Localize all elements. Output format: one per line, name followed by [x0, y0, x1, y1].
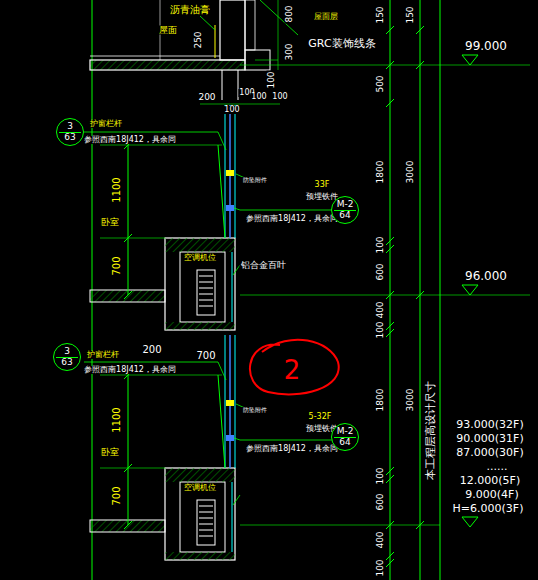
dimension-text: 本工程层高设计尺寸 [425, 380, 436, 481]
annotation-text: 防坠附件 [242, 407, 268, 413]
dimension-text: 700 [112, 255, 122, 276]
annotation-text: 200 [141, 345, 162, 355]
annotation-text: 12.000(5F) [459, 475, 521, 486]
annotation-text: 100 [250, 93, 267, 101]
annotation-text: 33F [314, 181, 331, 189]
callout-number: M-2 [332, 200, 358, 209]
dimension-text: 100 [376, 466, 385, 485]
dimension-text: 600 [376, 262, 385, 281]
annotation-text: 沥青油膏 [169, 5, 211, 15]
annotation-text: 2 [283, 357, 302, 383]
dimension-text: 3000 [406, 160, 415, 185]
annotation-text: 96.000 [464, 270, 508, 282]
annotation-text: 700 [195, 351, 216, 361]
annotation-text: 9.000(4F) [464, 489, 519, 500]
annotation-text: 100 [271, 93, 288, 101]
annotation-text: 87.000(30F) [455, 447, 524, 458]
annotation-text: 护窗栏杆 [89, 120, 123, 128]
annotation-text: 200 [197, 93, 216, 102]
dimension-text: 800 [285, 4, 294, 23]
dimension-text: 1100 [112, 176, 122, 203]
callout-number: 64 [332, 211, 358, 220]
annotation-text: GRC装饰线条 [307, 38, 376, 49]
dimension-text: 3000 [406, 388, 415, 413]
annotation-text: 屋面层 [313, 13, 339, 21]
callout-number: 3 [54, 347, 80, 356]
annotation-text: 参照西南18J412，具余同 [83, 366, 177, 374]
dimension-text: 400 [376, 300, 385, 319]
dimension-text: 100 [376, 235, 385, 254]
annotation-text: 参照西南18J412，具余同 [245, 445, 339, 453]
dimension-text: 300 [285, 42, 294, 61]
detail-callout: M-264 [331, 423, 359, 451]
dimension-text: 1800 [376, 388, 385, 413]
dimension-text: 150 [406, 5, 415, 24]
annotation-text: H=6.000(3F) [452, 503, 525, 514]
dimension-text: 600 [376, 492, 385, 511]
annotation-text: ...... [486, 461, 509, 472]
annotation-text: 护窗栏杆 [86, 351, 120, 359]
annotation-text: 参照西南18J412，具余同 [83, 136, 177, 144]
annotation-text: 99.000 [464, 40, 508, 52]
annotation-text: 93.000(32F) [455, 419, 524, 430]
dimension-text: 100 [376, 320, 385, 339]
detail-callout: 363 [53, 343, 81, 371]
annotation-text: 卧室 [100, 448, 120, 457]
annotation-text: 空调机位 [183, 254, 217, 262]
annotation-text: 空调机位 [183, 484, 217, 492]
callout-number: 63 [54, 358, 80, 367]
dimension-text: 400 [376, 530, 385, 549]
annotation-text: 参照西南18J412，具余同 [245, 215, 339, 223]
callout-number: 64 [332, 438, 358, 447]
callout-number: 3 [57, 122, 83, 131]
dimension-text: 250 [194, 30, 203, 49]
annotation-text: 铝合金百叶 [240, 261, 287, 270]
dimension-text: 500 [376, 74, 385, 93]
callout-number: M-2 [332, 427, 358, 436]
annotation-text: 90.000(31F) [455, 433, 524, 444]
dimension-text: 100 [267, 70, 276, 89]
annotation-text: 防坠附件 [242, 177, 268, 183]
dimension-text: 700 [112, 485, 122, 506]
dimension-text: 100 [376, 558, 385, 577]
callout-number: 63 [57, 133, 83, 142]
annotation-text: 屋面 [158, 26, 178, 35]
dimension-text: 150 [376, 5, 385, 24]
annotation-text: 100 [223, 106, 240, 114]
annotation-text: 卧室 [100, 218, 120, 227]
dimension-text: 1800 [376, 160, 385, 185]
annotation-text: 5-32F [308, 413, 333, 421]
dimension-text: 1100 [112, 406, 122, 433]
detail-callout: 363 [56, 118, 84, 146]
detail-callout: M-264 [331, 196, 359, 224]
